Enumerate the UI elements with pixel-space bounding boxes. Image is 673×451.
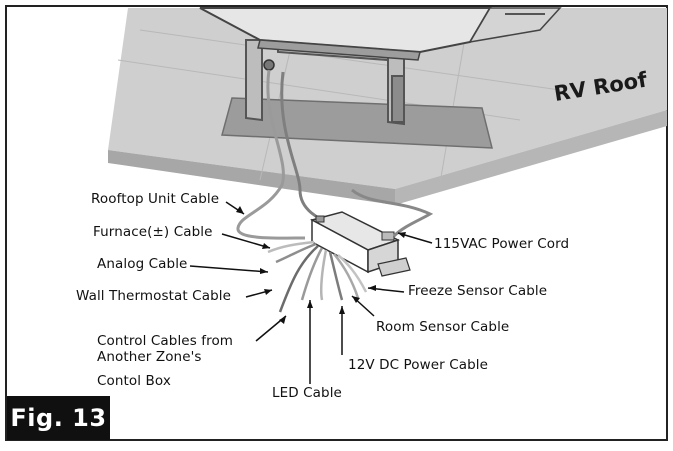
- power-cord-cable: [351, 188, 434, 238]
- label-furnace-cable: Furnace(±) Cable: [93, 224, 213, 240]
- label-rooftop-unit-cable: Rooftop Unit Cable: [91, 191, 220, 207]
- roof-side-face: [395, 110, 667, 205]
- label-control-cables-line3: Contol Box: [97, 373, 171, 389]
- label-analog-cable: Analog Cable: [97, 256, 188, 272]
- leader-arrowheads: [236, 206, 406, 324]
- cable-grommet: [263, 59, 275, 71]
- label-power-cord: 115VAC Power Cord: [434, 236, 570, 252]
- figure-number-tag: Fig. 13: [7, 396, 110, 440]
- control-box: [309, 211, 411, 277]
- rooftop-unit-cable: [236, 69, 306, 240]
- rooftop-unit: [199, 7, 562, 61]
- control-box-cables: [267, 240, 368, 313]
- label-wall-thermostat-cable: Wall Thermostat Cable: [76, 288, 231, 304]
- roof-front-face: [108, 150, 395, 205]
- label-led-cable: LED Cable: [272, 385, 342, 401]
- label-control-cables-line1: Control Cables from: [97, 333, 234, 349]
- label-freeze-sensor-cable: Freeze Sensor Cable: [408, 283, 548, 299]
- label-room-sensor-cable: Room Sensor Cable: [376, 319, 510, 335]
- label-control-cables-line2: Another Zone's: [97, 349, 202, 365]
- label-dc-power-cable: 12V DC Power Cable: [348, 357, 489, 373]
